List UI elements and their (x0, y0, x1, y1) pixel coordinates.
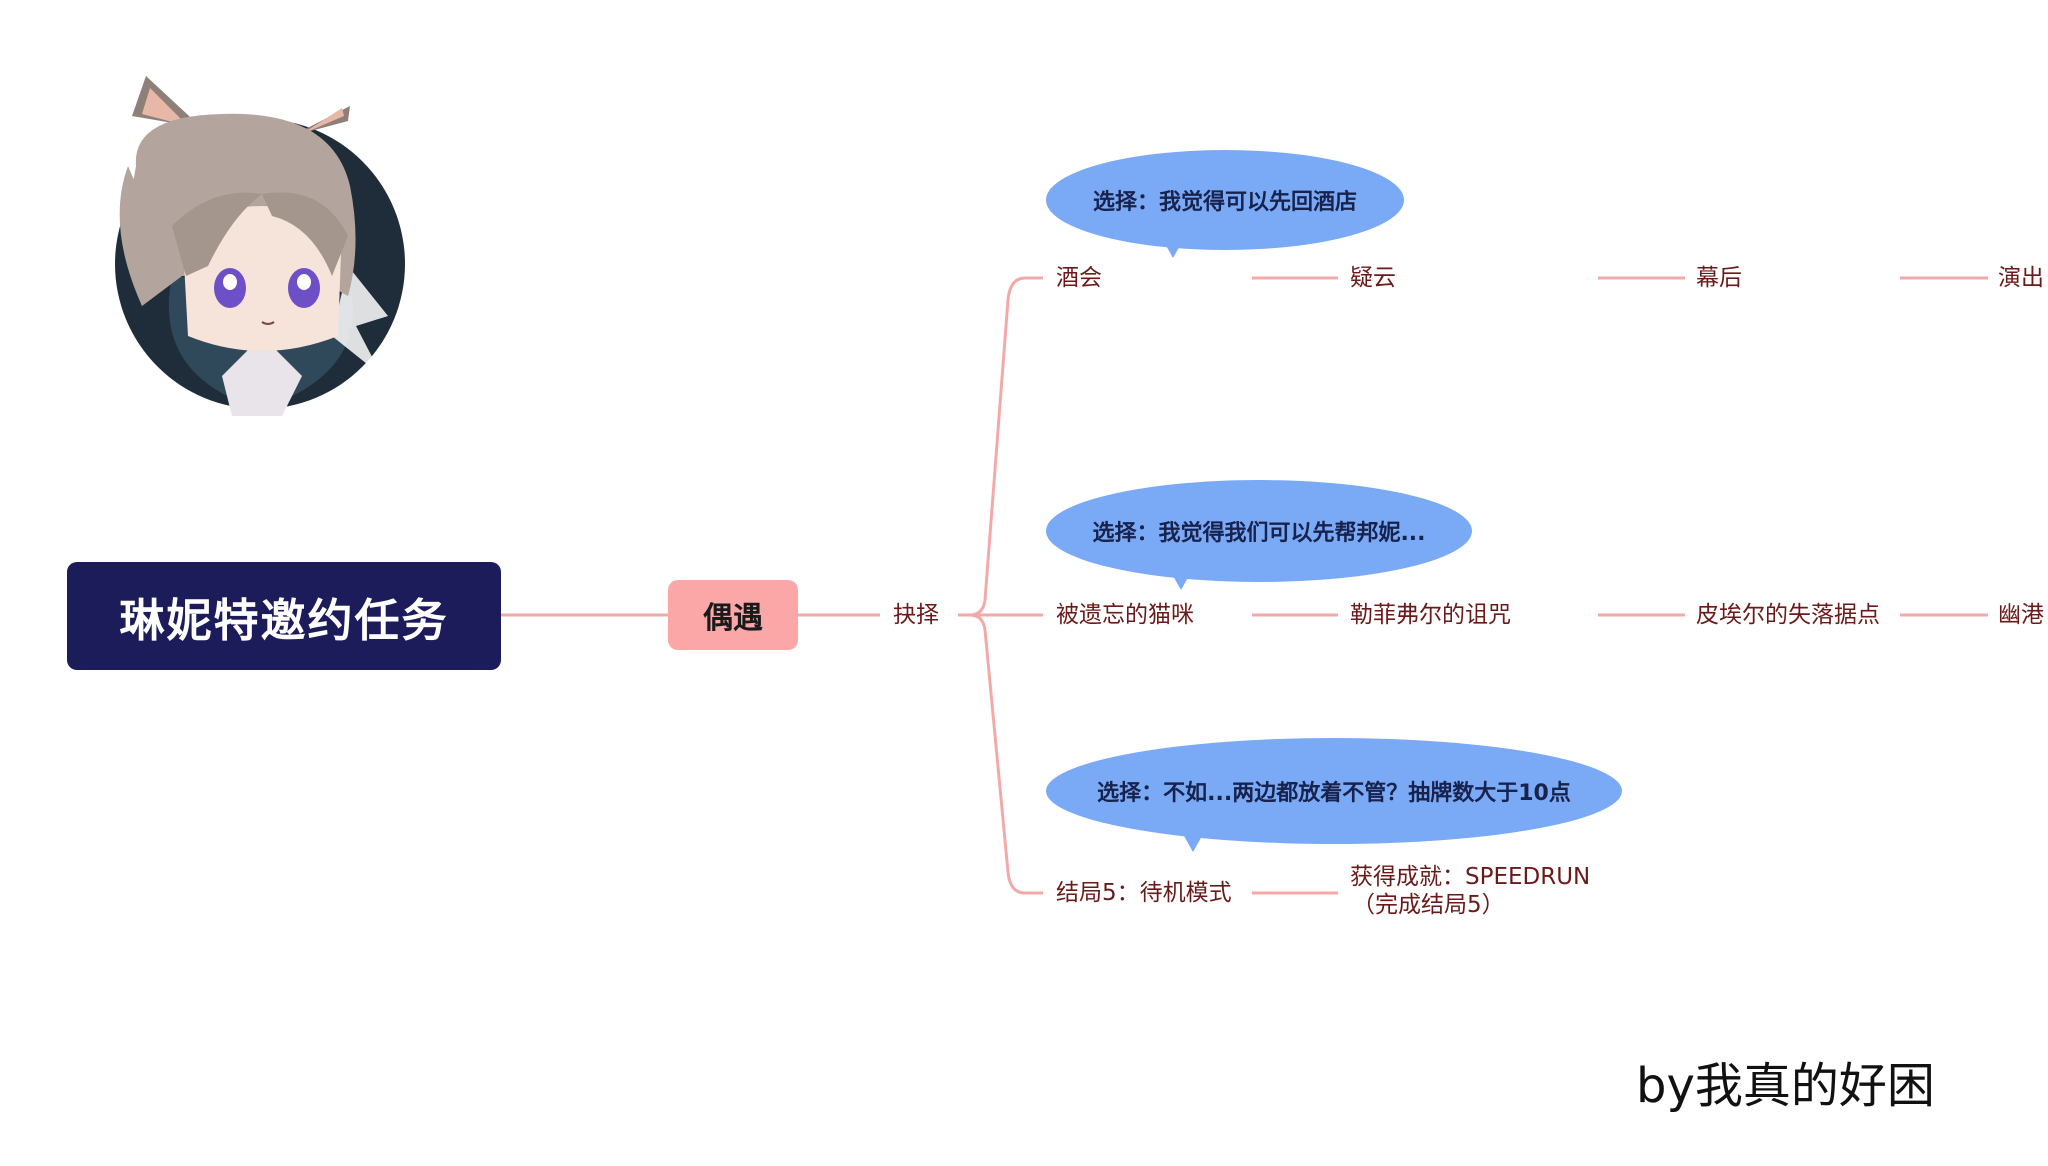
branch3-node-1[interactable]: 结局5：待机模式 (1056, 880, 1232, 906)
choice-bubble-2: 选择：我觉得我们可以先帮邦妮... (1046, 480, 1472, 582)
connector-branch3 (969, 613, 1043, 895)
branch2-node-4[interactable]: 幽港 (1998, 602, 2044, 628)
branch2-node-2[interactable]: 勒菲弗尔的诅咒 (1350, 602, 1511, 628)
connector-branch1 (969, 276, 1043, 617)
choice-bubble-3: 选择：不如...两边都放着不管？抽牌数大于10点 (1046, 738, 1622, 844)
branch1-node-4[interactable]: 演出 (1998, 265, 2044, 291)
bubble-tail-1 (1164, 242, 1182, 258)
root-node[interactable]: 琳妮特邀约任务 (67, 562, 501, 670)
achievement-line-2: （完成结局5） (1352, 892, 1505, 918)
stage-node[interactable]: 偶遇 (668, 580, 798, 650)
achievement-line-1: 获得成就：SPEEDRUN (1350, 864, 1591, 890)
branch1-node-3[interactable]: 幕后 (1696, 265, 1742, 291)
author-credit: by我真的好困 (1636, 1058, 1935, 1114)
branch1-node-2[interactable]: 疑云 (1350, 265, 1396, 291)
choice-node[interactable]: 抉择 (893, 602, 939, 628)
bubble-tail-3 (1184, 836, 1202, 852)
character-avatar-icon (115, 76, 405, 416)
branch1-node-1[interactable]: 酒会 (1056, 265, 1102, 291)
branch2-node-3[interactable]: 皮埃尔的失落据点 (1696, 602, 1880, 628)
choice-bubble-1: 选择：我觉得可以先回酒店 (1046, 150, 1404, 250)
branch2-node-1[interactable]: 被遗忘的猫咪 (1056, 602, 1194, 628)
bubble-tail-2 (1172, 574, 1190, 590)
